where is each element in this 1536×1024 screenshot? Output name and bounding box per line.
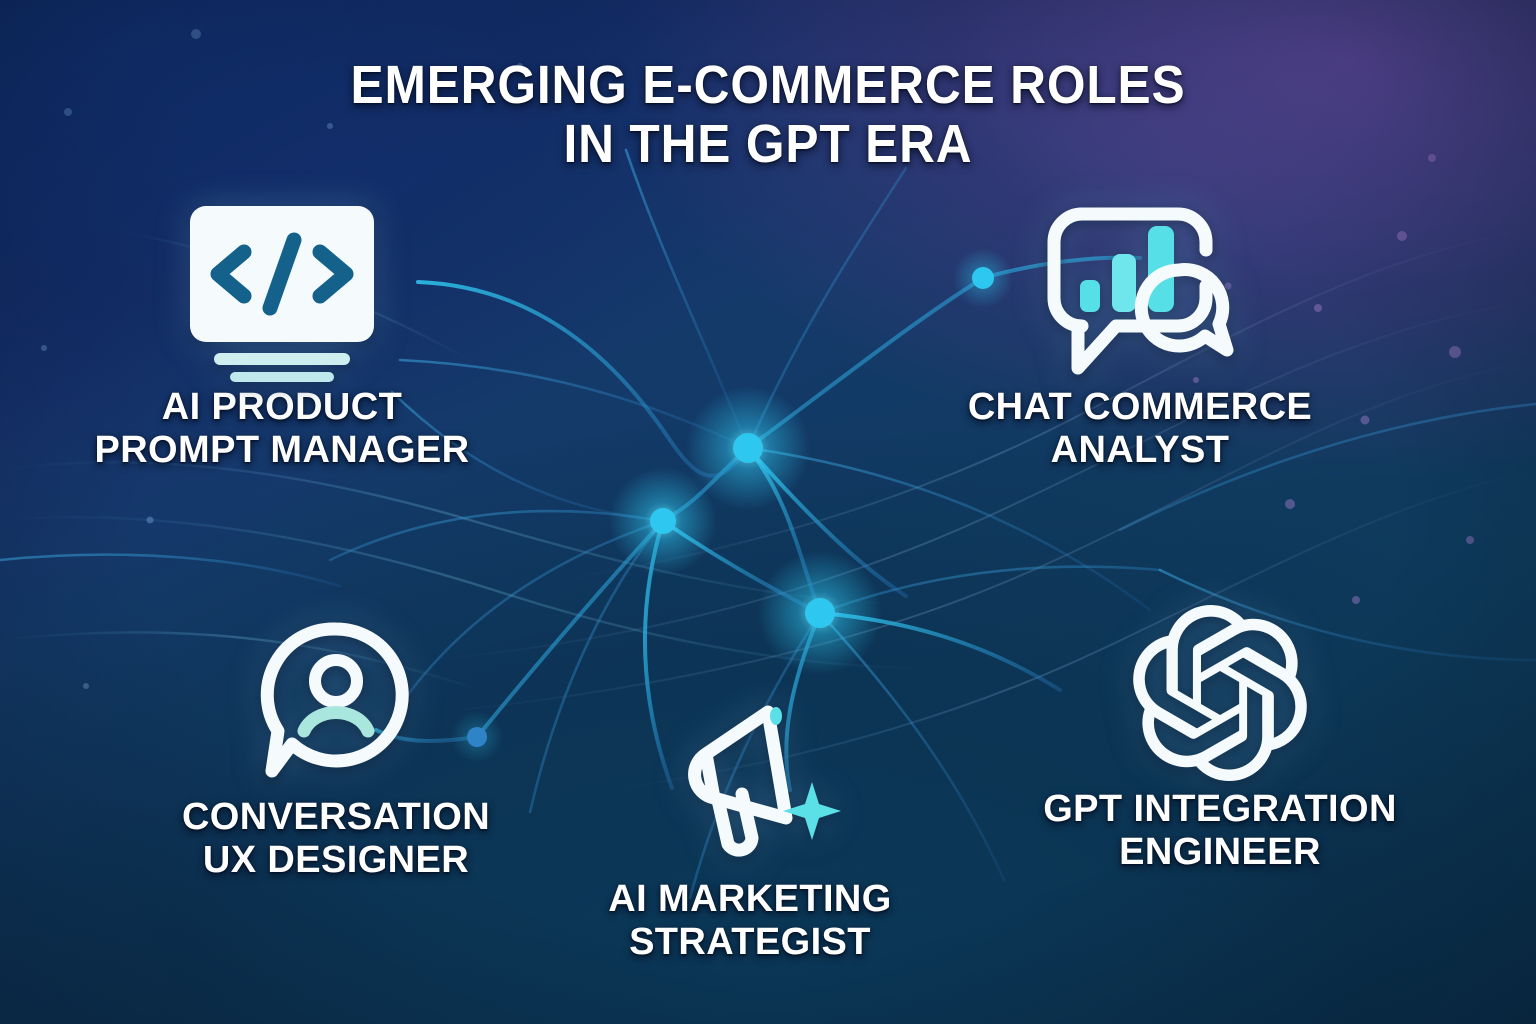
poster-title: EMERGING E-COMMERCE ROLES IN THE GPT ERA bbox=[0, 56, 1536, 174]
person-speech-bubble-icon bbox=[260, 622, 409, 778]
chat-bar-chart-icon bbox=[1047, 207, 1234, 375]
hub-node-upper bbox=[733, 433, 763, 463]
role-label-conversation-ux-designer: CONVERSATION UX DESIGNER bbox=[181, 796, 491, 881]
role-icon-container bbox=[52, 196, 512, 386]
role-label-chat-commerce-analyst: CHAT COMMERCE ANALYST bbox=[967, 386, 1313, 471]
title-line-2: IN THE GPT ERA bbox=[563, 113, 973, 174]
role-icon-container bbox=[910, 196, 1370, 386]
role-label-ai-product-prompt-manager: AI PRODUCT PROMPT MANAGER bbox=[94, 386, 470, 471]
openai-blossom-icon bbox=[1133, 605, 1307, 781]
sparkle-dot bbox=[770, 707, 782, 725]
hub-node-lower bbox=[805, 598, 835, 628]
megaphone-sparkle-icon bbox=[688, 705, 841, 857]
title-line-1: EMERGING E-COMMERCE ROLES bbox=[350, 55, 1186, 115]
role-ai-marketing-strategist[interactable]: AI MARKETING STRATEGIST bbox=[520, 688, 980, 963]
role-label-gpt-integration-engineer: GPT INTEGRATION ENGINEER bbox=[1043, 788, 1397, 873]
role-label-ai-marketing-strategist: AI MARKETING STRATEGIST bbox=[608, 878, 892, 963]
hub-node-left bbox=[650, 508, 676, 534]
role-icon-container bbox=[520, 688, 980, 878]
role-conversation-ux-designer[interactable]: CONVERSATION UX DESIGNER bbox=[106, 606, 566, 881]
code-monitor-icon bbox=[190, 206, 374, 382]
role-chat-commerce-analyst[interactable]: CHAT COMMERCE ANALYST bbox=[910, 196, 1370, 471]
chat-bar-1 bbox=[1080, 280, 1100, 312]
role-icon-container bbox=[106, 606, 566, 796]
role-icon-container bbox=[990, 598, 1450, 788]
sparkle-star bbox=[783, 782, 841, 840]
endpoint-node-lower-left bbox=[467, 727, 487, 747]
role-ai-product-prompt-manager[interactable]: AI PRODUCT PROMPT MANAGER bbox=[52, 196, 512, 471]
chat-bar-2 bbox=[1112, 254, 1136, 312]
role-gpt-integration-engineer[interactable]: GPT INTEGRATION ENGINEER bbox=[990, 598, 1450, 873]
